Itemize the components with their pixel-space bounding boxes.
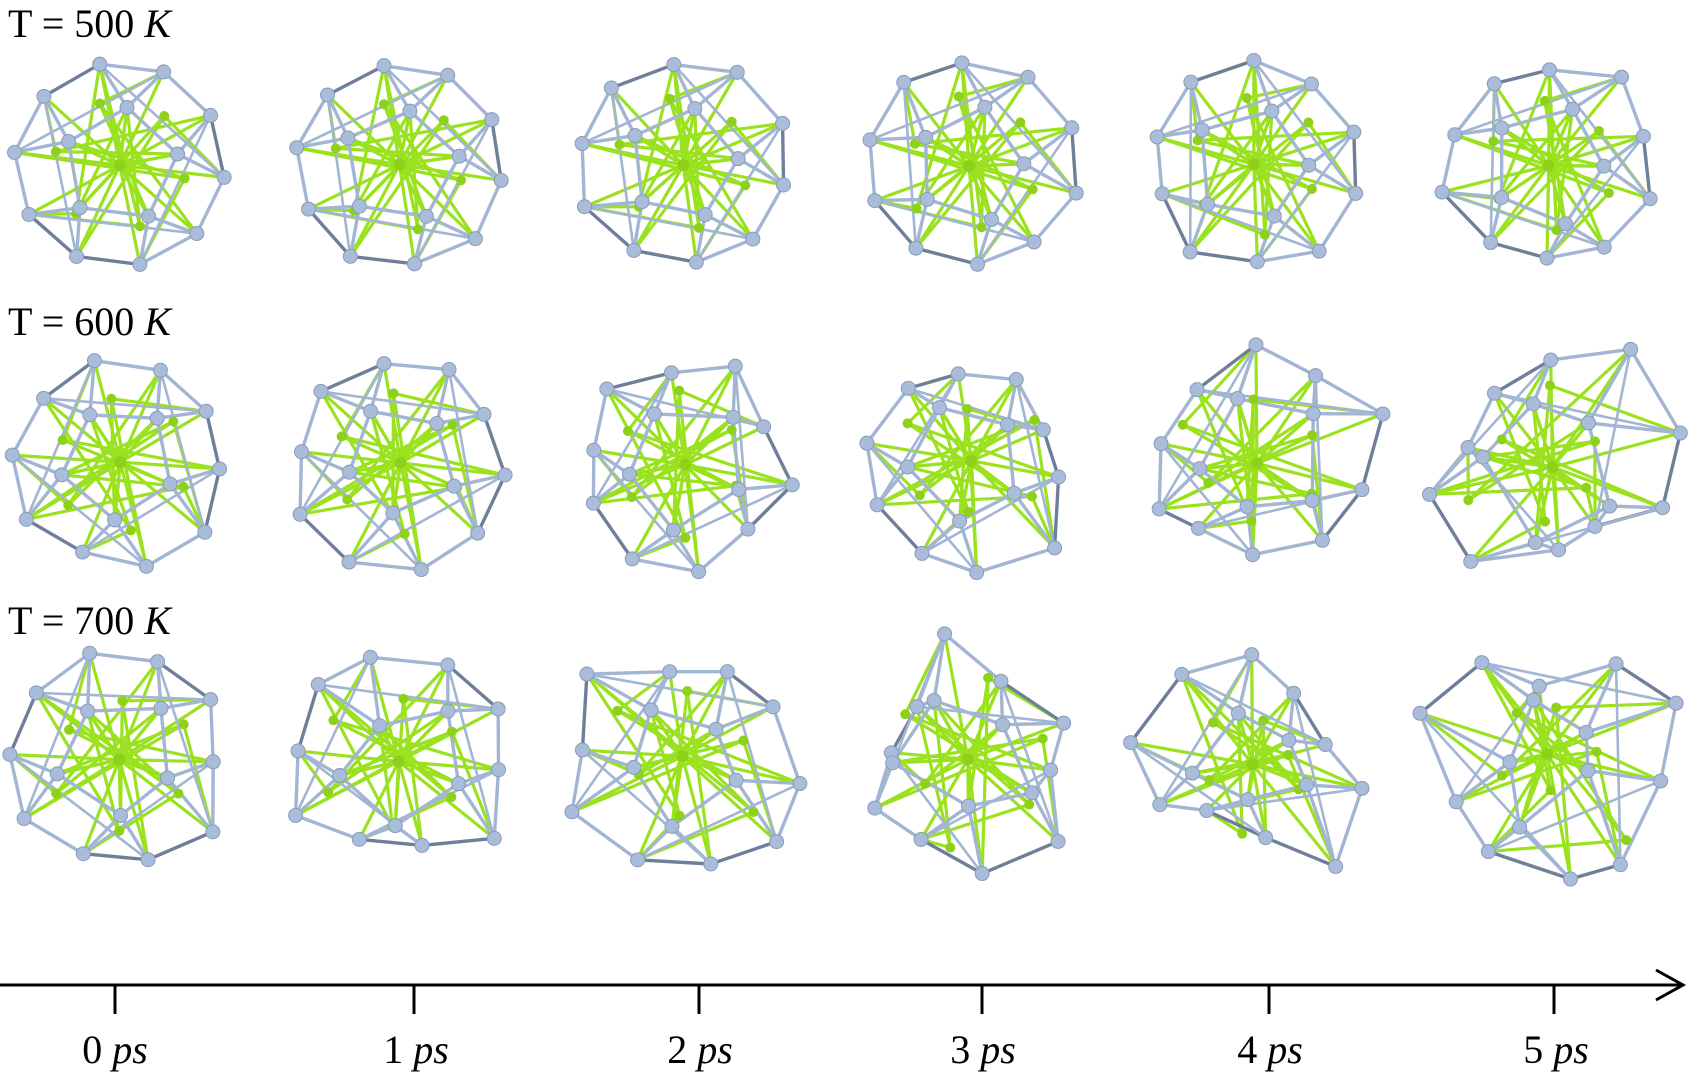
tick-label-1ps: 1 ps: [383, 1030, 449, 1070]
atoms: [867, 626, 1072, 882]
tick-unit: ps: [112, 1027, 148, 1072]
shell-bonds: [1440, 68, 1652, 260]
row-label-unit: K: [144, 299, 171, 344]
cluster-r3-c4: [867, 626, 1072, 882]
shell-bonds: [1128, 652, 1364, 869]
atoms: [7, 56, 232, 272]
atoms: [862, 55, 1084, 272]
cluster-r2-c6: [1421, 341, 1688, 569]
row-label-unit: K: [144, 1, 171, 46]
atoms: [1151, 337, 1391, 563]
atoms: [292, 356, 513, 578]
tick-unit: ps: [697, 1027, 733, 1072]
core-bonds: [298, 362, 507, 572]
shell-bonds: [570, 669, 802, 866]
tick-value: 3: [950, 1027, 971, 1072]
row-label-600k: T = 600 K: [8, 302, 171, 342]
tick-label-4ps: 4 ps: [1237, 1030, 1303, 1070]
shell-bonds: [868, 61, 1078, 266]
shell-bonds: [293, 655, 501, 848]
cluster-r3-c5: [1123, 647, 1370, 875]
cluster-r2-c2: [292, 356, 513, 578]
atoms: [1149, 52, 1364, 270]
atoms: [1434, 62, 1658, 266]
tick-value: 4: [1237, 1027, 1258, 1072]
cluster-r2-c4: [859, 366, 1067, 581]
tick-label-3ps: 3 ps: [950, 1030, 1016, 1070]
atoms: [1421, 341, 1688, 569]
shell-bonds: [298, 361, 507, 572]
cluster-r1-c6: [1434, 62, 1658, 266]
tick-value: 1: [383, 1027, 404, 1072]
shell-bonds: [10, 358, 222, 569]
cluster-r1-c5: [1149, 52, 1364, 270]
atoms: [4, 353, 228, 574]
cluster-r1-c4: [862, 55, 1084, 272]
row-label-unit: K: [144, 598, 171, 643]
atoms: [1412, 655, 1684, 887]
tick-value: 0: [82, 1027, 103, 1072]
tick-label-5ps: 5 ps: [1523, 1030, 1589, 1070]
atoms: [1123, 647, 1370, 875]
shell-bonds: [1418, 660, 1678, 881]
tick-unit: ps: [413, 1027, 449, 1072]
cluster-r3-c3: [564, 664, 808, 872]
cluster-r2-c5: [1151, 337, 1391, 563]
core-bonds: [1427, 347, 1682, 564]
atoms: [2, 645, 221, 868]
row-label-700k: T = 700 K: [8, 601, 171, 641]
atoms: [289, 58, 509, 272]
cluster-r2-c1: [4, 353, 228, 574]
row-label-text: T = 600: [8, 299, 135, 344]
row-label-text: T = 500: [8, 1, 135, 46]
tick-unit: ps: [1267, 1027, 1303, 1072]
atoms: [859, 366, 1067, 581]
tick-value: 2: [667, 1027, 688, 1072]
shell-bonds: [580, 62, 786, 264]
row-label-text: T = 700: [8, 598, 135, 643]
tick-value: 5: [1523, 1027, 1544, 1072]
tick-unit: ps: [980, 1027, 1016, 1072]
shell-bonds: [12, 62, 226, 267]
tick-label-2ps: 2 ps: [667, 1030, 733, 1070]
cluster-r3-c2: [288, 649, 507, 853]
atoms: [574, 57, 792, 270]
tick-label-0ps: 0 ps: [82, 1030, 148, 1070]
cluster-r1-c2: [289, 58, 509, 272]
cluster-r1-c1: [7, 56, 232, 272]
cluster-r3-c1: [2, 645, 221, 868]
shell-bonds: [8, 651, 215, 862]
cluster-r3-c6: [1412, 655, 1684, 887]
shell-bonds: [295, 63, 503, 266]
atoms: [564, 664, 808, 872]
shell-bonds: [1157, 343, 1385, 557]
atoms: [288, 649, 507, 853]
row-label-500k: T = 500 K: [8, 4, 171, 44]
shell-bonds: [873, 632, 1066, 876]
shell-bonds: [1155, 58, 1358, 264]
tick-unit: ps: [1553, 1027, 1589, 1072]
atoms: [585, 358, 800, 580]
cluster-r2-c3: [585, 358, 800, 580]
cluster-r1-c3: [574, 57, 792, 270]
